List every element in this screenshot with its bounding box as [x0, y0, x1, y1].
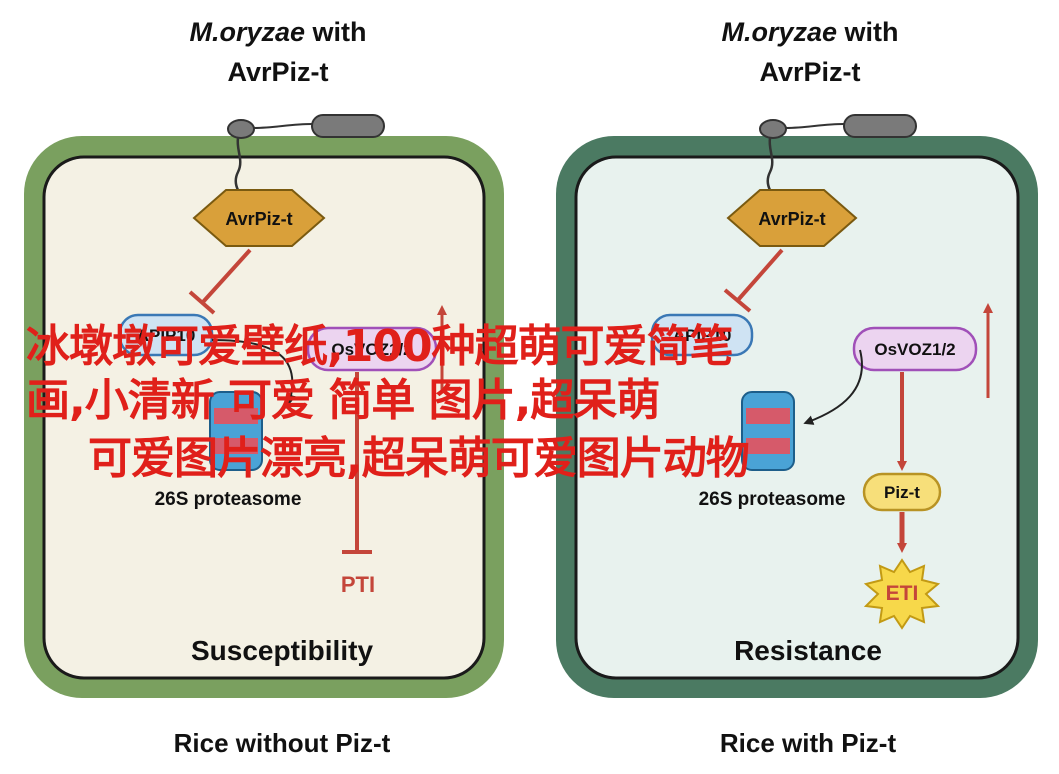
left-title-with: with — [305, 17, 367, 47]
left-title-line2: AvrPiz-t — [227, 57, 329, 87]
watermark-line-2: 画,小清新 可爱 简单 图片,超呆萌 — [26, 375, 660, 426]
right-apip10-label: APIP10 — [673, 326, 732, 345]
right-cell — [556, 136, 1038, 698]
right-cell-interior — [574, 155, 1020, 680]
left-apip10-label: APIP10 — [137, 326, 196, 345]
left-osvoz: OsVOZ1/2 — [306, 326, 438, 372]
right-effector: AvrPiz-t — [726, 189, 858, 247]
left-osvoz-label: OsVOZ1/2 — [331, 340, 412, 359]
eti-burst-icon: ETI — [863, 558, 941, 630]
right-apip10: APIP10 — [650, 313, 754, 357]
left-cell-interior — [42, 155, 486, 680]
right-proteasome-icon — [741, 391, 795, 471]
left-title-line1: M.oryzae with — [128, 12, 428, 52]
left-caption: Rice without Piz-t — [173, 728, 391, 758]
right-title: M.oryzae with AvrPiz-t — [660, 12, 960, 92]
right-caption: Rice with Piz-t — [719, 728, 897, 758]
right-degradation-arrow — [803, 349, 863, 425]
left-degradation-arrow — [211, 339, 297, 405]
right-proteasome-label: 26S proteasome — [699, 489, 846, 510]
eti-label: ETI — [886, 582, 919, 605]
left-proteasome-label: 26S proteasome — [155, 489, 302, 510]
right-osvoz: OsVOZ1/2 — [852, 326, 978, 372]
watermark-line-1: 冰墩墩可爱壁纸,100种超萌可爱简笔 — [26, 321, 734, 372]
piz-t-receptor: Piz-t — [862, 472, 942, 512]
right-effector-label: AvrPiz-t — [758, 209, 825, 229]
left-cell — [24, 136, 504, 698]
right-title-with: with — [837, 17, 899, 47]
left-title: M.oryzae with AvrPiz-t — [128, 12, 428, 92]
left-effector: AvrPiz-t — [192, 189, 326, 247]
right-inhibit-apip — [723, 248, 784, 313]
right-outcome-label: Resistance — [734, 635, 882, 666]
right-fungus-icon — [759, 114, 917, 191]
right-osvoz-label: OsVOZ1/2 — [874, 340, 955, 359]
left-outcome-label: Susceptibility — [191, 635, 373, 666]
right-title-species: M.oryzae — [721, 17, 838, 47]
left-effector-label: AvrPiz-t — [225, 209, 292, 229]
left-inhibit-apip — [188, 248, 252, 315]
piz-t-label: Piz-t — [884, 483, 920, 502]
left-fungus-icon — [227, 114, 385, 191]
watermark-line-3: 可爱图片漂亮,超呆萌可爱图片动物 — [88, 433, 750, 484]
left-pti-label: PTI — [341, 572, 375, 597]
left-proteasome-icon — [209, 391, 263, 471]
left-inhibit-pti — [342, 372, 372, 554]
left-title-species: M.oryzae — [189, 17, 306, 47]
right-title-line2: AvrPiz-t — [759, 57, 861, 87]
right-title-line1: M.oryzae with — [660, 12, 960, 52]
left-apip10: APIP10 — [118, 313, 214, 357]
